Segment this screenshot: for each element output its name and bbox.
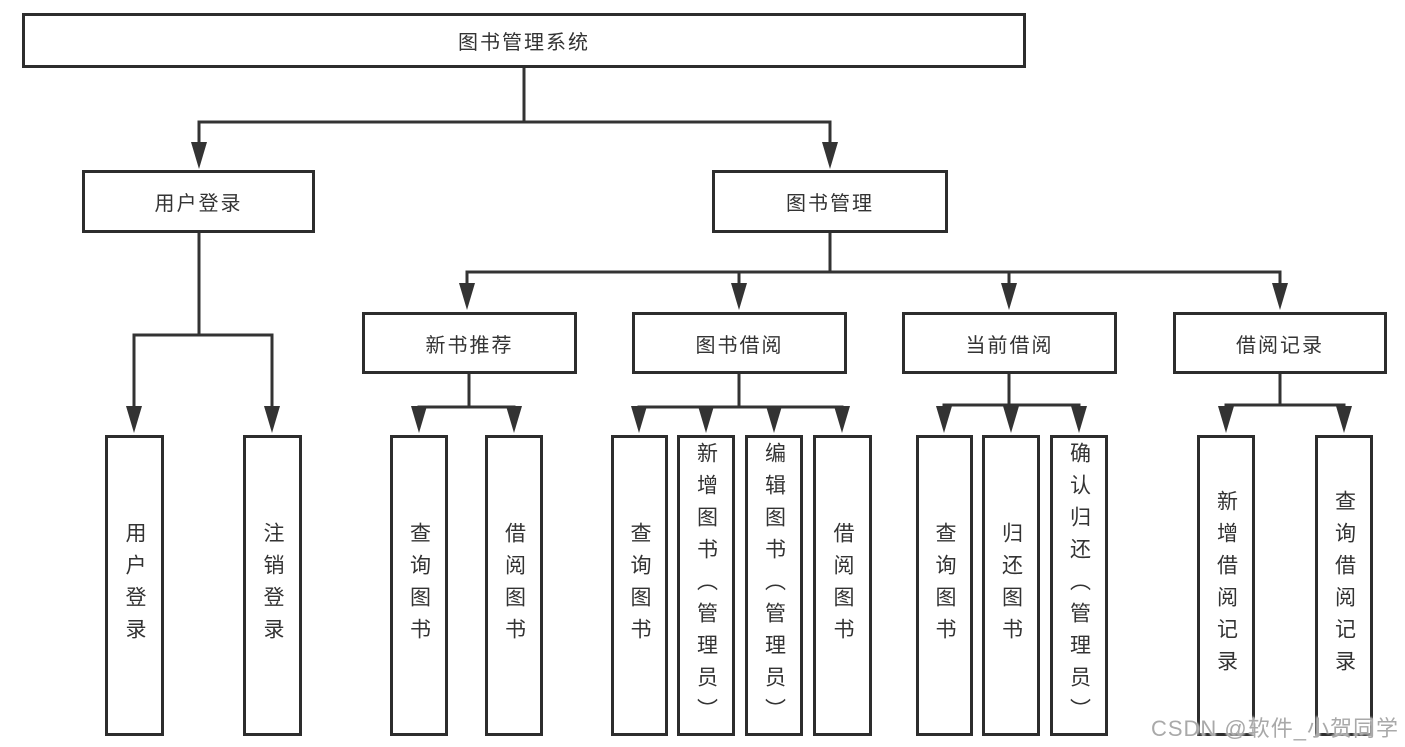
csdn-watermark: CSDN @软件_小贺同学 — [1150, 716, 1399, 741]
node-label: 用户登录 — [154, 193, 243, 215]
node-label: 查询图书 — [933, 521, 956, 650]
connector-book-borrowing — [631, 373, 850, 433]
node-label: 借阅图书 — [831, 521, 854, 650]
node-label: 归还图书 — [999, 521, 1023, 650]
leaf-borrow-books-2: 借阅图书 — [813, 435, 872, 736]
node-label: 查询借阅记录 — [1332, 489, 1356, 682]
leaf-confirm-return-admin: 确认归还（管理员） — [1050, 435, 1108, 736]
node-label: 用户登录 — [123, 521, 146, 650]
node-label: 确认归还（管理员） — [1067, 441, 1091, 730]
leaf-add-books-admin: 新增图书（管理员） — [677, 435, 735, 736]
node-label: 新书推荐 — [425, 334, 514, 357]
leaf-add-borrow-record: 新增借阅记录 — [1197, 435, 1255, 736]
node-label: 查询图书 — [628, 521, 651, 650]
connector-new-book-recommend — [411, 373, 522, 433]
node-label: 注销登录 — [261, 521, 284, 650]
leaf-user-login: 用户登录 — [105, 435, 164, 736]
node-label: 借阅记录 — [1236, 334, 1324, 357]
node-label: 新增图书（管理员） — [694, 441, 718, 730]
leaf-return-books: 归还图书 — [982, 435, 1040, 736]
leaf-query-borrow-record: 查询借阅记录 — [1315, 435, 1373, 736]
node-new-book-recommend: 新书推荐 — [362, 312, 577, 374]
connector-root — [191, 68, 838, 169]
node-label: 图书借阅 — [695, 334, 784, 357]
node-current-borrowing: 当前借阅 — [902, 312, 1117, 374]
node-label: 图书管理 — [786, 193, 874, 215]
connector-user-login — [126, 231, 280, 433]
connector-borrowing-records — [1218, 373, 1352, 433]
leaf-query-books-2: 查询图书 — [611, 435, 668, 736]
node-borrowing-records: 借阅记录 — [1173, 312, 1387, 374]
node-book-management: 图书管理 — [712, 170, 948, 233]
node-label: 新增借阅记录 — [1214, 489, 1238, 682]
node-label: 借阅图书 — [502, 521, 526, 650]
connector-current-borrowing — [936, 373, 1087, 433]
connector-book-management — [459, 231, 1288, 310]
leaf-borrow-books-1: 借阅图书 — [485, 435, 543, 736]
node-root-library-system: 图书管理系统 — [22, 13, 1026, 68]
node-label: 查询图书 — [407, 521, 431, 650]
leaf-query-books-3: 查询图书 — [916, 435, 973, 736]
leaf-logout: 注销登录 — [243, 435, 302, 736]
node-book-borrowing: 图书借阅 — [632, 312, 847, 374]
leaf-query-books-1: 查询图书 — [390, 435, 448, 736]
node-user-login: 用户登录 — [82, 170, 315, 233]
node-label: 图书管理系统 — [458, 32, 590, 54]
leaf-edit-books-admin: 编辑图书（管理员） — [745, 435, 803, 736]
node-label: 编辑图书（管理员） — [762, 441, 786, 730]
node-label: 当前借阅 — [965, 334, 1054, 357]
